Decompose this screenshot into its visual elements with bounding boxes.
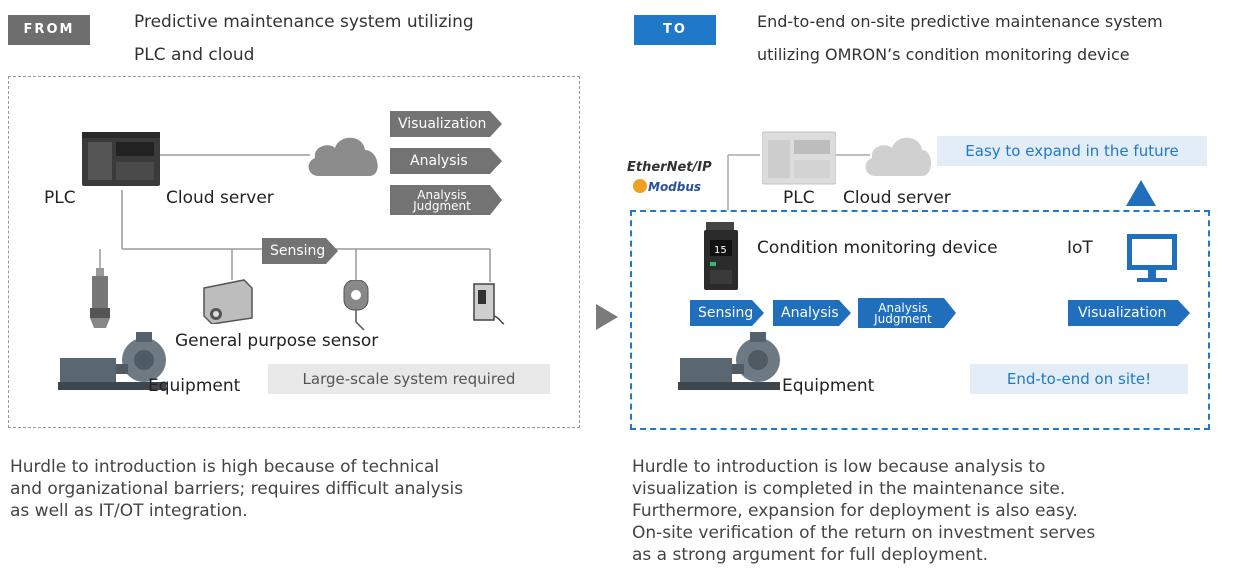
to-desc-line: On-site verification of the return on in…: [632, 523, 1096, 543]
from-judgment-tag: Analysis Judgment: [390, 185, 502, 215]
to-title-line2: utilizing OMRON’s condition monitoring d…: [757, 45, 1130, 64]
from-tag: FROM: [8, 15, 90, 45]
photoelectric-sensor-icon: [343, 280, 369, 331]
pump-equipment-icon: [678, 332, 780, 390]
onsite-note: End-to-end on site!: [970, 364, 1188, 394]
from-analysis-tag: Analysis: [390, 148, 502, 174]
camera-sensor-icon: [203, 279, 253, 324]
onsite-frame: [630, 210, 1210, 430]
to-plc-label: PLC: [783, 188, 815, 208]
plc-faded-icon: [762, 131, 836, 185]
from-desc-line: and organizational barriers; requires di…: [10, 479, 464, 499]
pump-equipment-icon: [58, 332, 166, 390]
from-visualization-tag: Visualization: [390, 111, 502, 137]
modbus-logo: Modbus: [648, 180, 702, 194]
to-title: End-to-end on-site predictive maintenanc…: [757, 5, 1237, 71]
to-judgment-line2: Judgment: [874, 312, 932, 326]
svg-text:15: 15: [714, 245, 727, 256]
condition-monitoring-device-icon: 15: [704, 222, 738, 290]
device-label: Condition monitoring device: [757, 238, 998, 258]
from-sensor-label: General purpose sensor: [175, 331, 379, 351]
to-tag: TO: [634, 15, 716, 45]
from-cloud-label: Cloud server: [166, 188, 274, 208]
from-title-line1: Predictive maintenance system utilizing: [134, 12, 474, 32]
to-visualization-tag: Visualization: [1068, 300, 1190, 326]
to-description: Hurdle to introduction is low because an…: [632, 456, 1232, 566]
to-analysis-tag: Analysis: [773, 300, 851, 326]
plc-device-icon: [82, 132, 160, 186]
from-sensing-tag: Sensing: [262, 238, 338, 264]
monitor-icon: [1127, 234, 1177, 282]
to-sensing-tag: Sensing: [690, 300, 764, 326]
transition-arrow-icon: [596, 304, 618, 330]
iot-label: IoT: [1067, 238, 1093, 258]
to-judgment-line1: Analysis: [878, 301, 928, 315]
proximity-sensor-icon: [473, 283, 505, 325]
from-large-scale-note: Large-scale system required: [268, 364, 550, 394]
ethernet-ip-logo: EtherNet/IP: [627, 160, 712, 175]
to-desc-line: Hurdle to introduction is low because an…: [632, 457, 1046, 477]
modbus-emblem-icon: [633, 179, 647, 193]
to-desc-line: visualization is completed in the mainte…: [632, 479, 1066, 499]
vibration-sensor-icon: [90, 268, 110, 328]
to-judgment-tag: Analysis Judgment: [858, 298, 956, 328]
to-equipment-label: Equipment: [782, 376, 875, 396]
to-desc-line: as a strong argument for full deployment…: [632, 545, 989, 565]
from-plc-label: PLC: [44, 188, 76, 208]
cloud-icon: [308, 137, 378, 176]
to-cloud-label: Cloud server: [843, 188, 951, 208]
expand-note: Easy to expand in the future: [937, 136, 1207, 166]
from-description: Hurdle to introduction is high because o…: [10, 456, 590, 522]
cloud-faded-icon: [865, 137, 931, 176]
from-frame: [8, 76, 580, 428]
from-title: Predictive maintenance system utilizing …: [134, 6, 594, 72]
from-judgment-line1: Analysis: [417, 188, 467, 202]
to-title-line1: End-to-end on-site predictive maintenanc…: [757, 12, 1163, 31]
from-desc-line: Hurdle to introduction is high because o…: [10, 457, 440, 477]
from-judgment-line2: Judgment: [413, 199, 471, 213]
expand-up-arrow-icon: [1126, 180, 1156, 206]
from-desc-line: as well as IT/OT integration.: [10, 501, 248, 521]
from-title-line2: PLC and cloud: [134, 45, 255, 65]
from-equipment-label: Equipment: [148, 376, 241, 396]
to-desc-line: Furthermore, expansion for deployment is…: [632, 501, 1078, 521]
